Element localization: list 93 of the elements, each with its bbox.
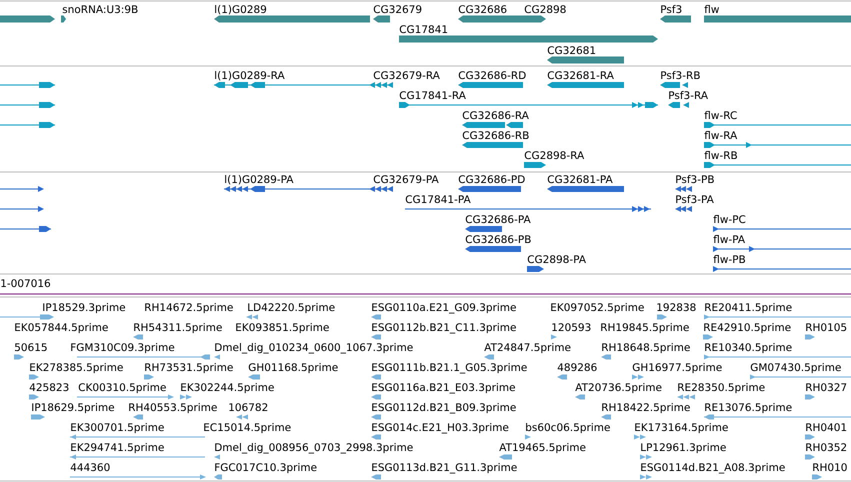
track-label: flw xyxy=(704,5,719,13)
track-label: Psf3-PB xyxy=(676,175,714,184)
track-label: Dmel_dig_008956_0703_2998.3prime xyxy=(215,443,413,454)
track-label: CG32679-PA xyxy=(374,175,439,184)
track-label: FGC017C10.3prime xyxy=(215,463,316,474)
track-label: ESG0112b.B21_C11.3prime xyxy=(372,323,516,334)
track-label: RH14672.5prime xyxy=(145,303,233,314)
track-label: CG17841 xyxy=(400,25,448,34)
track-label: CG32686 xyxy=(458,5,506,14)
track-label: LD42220.5prime xyxy=(248,303,335,314)
track-label: Psf3-RA xyxy=(669,91,708,100)
track-label: RH40553.5prime xyxy=(129,403,217,414)
track-label: l(1)G0289-RA xyxy=(215,71,285,80)
track-label: RH18422.5prime xyxy=(602,403,690,414)
track-label: Psf3-PA xyxy=(676,195,714,204)
track-label: flw-PB xyxy=(713,255,745,263)
track-label: IP18529.3prime xyxy=(43,303,126,314)
track-label: 425823 xyxy=(30,383,68,392)
track-label: CG32686-RB xyxy=(462,131,529,140)
track-label: snoRNA:U3:9B xyxy=(62,5,138,14)
track-label: flw-PC xyxy=(713,215,746,224)
track-label: flw-RC xyxy=(704,111,737,120)
track-label: EC15014.5prime xyxy=(204,423,291,434)
track-label: l(1)G0289-PA xyxy=(225,175,294,184)
track-label: 50615 xyxy=(15,343,47,352)
track-label: FGM310C09.3prime xyxy=(71,343,174,354)
track-label: RE10340.5prime xyxy=(705,343,792,354)
track-label: 120593 xyxy=(552,323,590,332)
track-label: CG32686-PD xyxy=(458,175,525,184)
track-label: AT20736.5prime xyxy=(575,383,662,394)
track-label: RE20411.5prime xyxy=(705,303,792,314)
track-label: CG32679-RA xyxy=(374,71,440,80)
track-label: CG32681 xyxy=(548,46,596,54)
track-label: AT24847.5prime xyxy=(484,343,570,354)
track-label: RH010 xyxy=(813,463,847,472)
track-label: flw-RB xyxy=(704,151,737,159)
track-label: RH54311.5prime xyxy=(134,323,222,334)
track-label: CK00310.5prime xyxy=(78,383,166,394)
track-label: RE42910.5prime xyxy=(704,323,791,334)
track-label: EK097052.5prime xyxy=(551,303,644,314)
track-label: ESG014c.E21_H03.3prime xyxy=(372,423,508,434)
track-label: flw-RA xyxy=(704,131,738,139)
track-label: CG2898-RA xyxy=(524,151,584,160)
track-label: RH0105 xyxy=(806,323,846,332)
track-label: ESG0111b.B21.1_G05.3prime xyxy=(372,363,527,374)
track-label: EK093851.5prime xyxy=(236,323,329,334)
track-label: RH18648.5prime xyxy=(602,343,690,354)
track-label: CG17841-RA xyxy=(400,91,466,100)
track-label: l(1)G0289 xyxy=(215,5,266,14)
track-label: ESG0113d.B21_G11.3prime xyxy=(372,463,517,474)
track-label: EK300701.5prime xyxy=(71,423,164,434)
track-label: RH73531.5prime xyxy=(145,363,233,374)
track-label: ESG0114d.B21_A08.3prime xyxy=(641,463,785,474)
track-label: CG32681-RA xyxy=(548,71,614,80)
track-label: ESG0110a.E21_G09.3prime xyxy=(372,303,516,314)
track-label: CG32686-PA xyxy=(466,215,531,224)
track-label: CG32686-RD xyxy=(458,71,526,80)
track-label: CG32679 xyxy=(374,5,422,14)
track-label: CG17841-PA xyxy=(406,195,471,204)
track-label: EK302244.5prime xyxy=(181,383,274,394)
track-label: GM07430.5prime xyxy=(750,363,841,374)
track-label: GH16977.5prime xyxy=(632,363,722,374)
track-label: IP18629.5prime xyxy=(32,403,114,414)
track-label: Dmel_dig_010234_0600_1067.3prime xyxy=(215,343,413,354)
track-label: RE13076.5prime xyxy=(705,403,792,414)
track-label: RH0401 xyxy=(806,423,846,432)
track-label: ESG0112d.B21_B09.3prime xyxy=(372,403,516,414)
track-label: RH0352 xyxy=(806,443,846,452)
track-label: 192838 xyxy=(657,303,696,312)
track-label: EK278385.5prime xyxy=(30,363,123,374)
track-label: EK294741.5prime xyxy=(71,443,164,454)
track-label: 489286 xyxy=(558,363,597,372)
track-label: CG2898 xyxy=(524,5,566,14)
track-label: RE28350.5prime xyxy=(678,383,765,394)
track-label: EK173164.5prime xyxy=(635,423,728,434)
track-label: EK057844.5prime xyxy=(15,323,108,334)
track-label: 1-007016 xyxy=(1,279,50,288)
track-label: GH01168.5prime xyxy=(248,363,338,374)
track-label: ESG0116a.B21_E03.3prime xyxy=(372,383,515,394)
track-label: flw-PA xyxy=(713,235,745,243)
track-label: CG32686-RA xyxy=(462,111,529,120)
track-label: CG2898-PA xyxy=(528,255,586,264)
track-label: AT19465.5prime xyxy=(499,443,586,454)
track-label: bs60c06.5prime xyxy=(526,423,610,434)
track-label: CG32686-PB xyxy=(466,235,531,244)
track-label: 106782 xyxy=(229,403,268,412)
track-label: CG32681-PA xyxy=(548,175,613,184)
track-label: Psf3-RB xyxy=(661,71,700,80)
track-label: RH19845.5prime xyxy=(601,323,689,334)
track-label: Psf3 xyxy=(661,5,682,14)
track-label: LP12961.3prime xyxy=(641,443,726,454)
track-label: 444360 xyxy=(70,463,110,472)
track-label: RH0327 xyxy=(806,383,846,392)
